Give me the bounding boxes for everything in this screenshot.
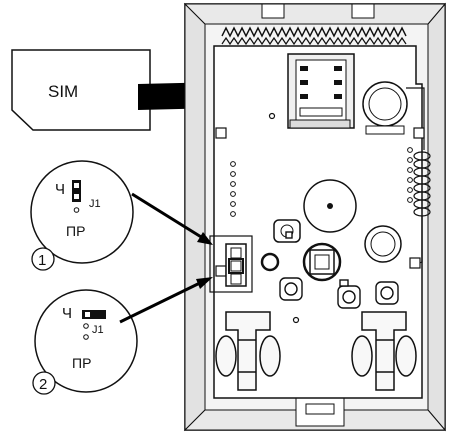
jumper-detail-1: Ч J1 ПР 1: [30, 160, 134, 271]
sim-card: SIM: [11, 49, 151, 131]
sim-card-holder: [287, 53, 355, 129]
sim-card-label: SIM: [48, 82, 78, 101]
mounting-holes: [215, 112, 425, 324]
jumper-2-top-label: Ч: [62, 305, 72, 322]
jumper-1-label: J1: [89, 198, 101, 210]
small-components: [279, 231, 399, 309]
capacitor-large: [303, 179, 357, 233]
jumper-2-bottom-label: ПР: [72, 355, 91, 371]
jumper-2-label: J1: [92, 324, 104, 336]
jumper-1-cap: [72, 180, 81, 202]
battery-clip-left: [215, 311, 281, 391]
jumper-detail-2: Ч J1 ПР 2: [32, 289, 138, 395]
jumper-2-cap: [82, 310, 106, 319]
arrow-head-2-icon: [196, 277, 213, 289]
arrow-head-1-icon: [197, 232, 213, 245]
jumper-1-bottom-label: ПР: [66, 223, 85, 239]
arrow-to-jumper-2-icon: [119, 278, 207, 324]
jumper-j1-on-board: [225, 243, 247, 287]
pin-row-right: [407, 147, 413, 203]
led-ring: [260, 252, 280, 272]
jumper-1-number: 1: [38, 252, 46, 269]
jumper-2-number: 2: [39, 376, 47, 393]
buzzer: [362, 81, 408, 135]
jumper-callout-frame: [209, 235, 253, 293]
battery-clip-right: [351, 311, 417, 391]
pin-row-left: [230, 161, 236, 217]
arrow-to-jumper-1-icon: [131, 192, 207, 242]
sensor-module: [302, 242, 342, 282]
jumper-1-top-label: Ч: [55, 181, 65, 198]
capacitor-right: [364, 225, 402, 263]
